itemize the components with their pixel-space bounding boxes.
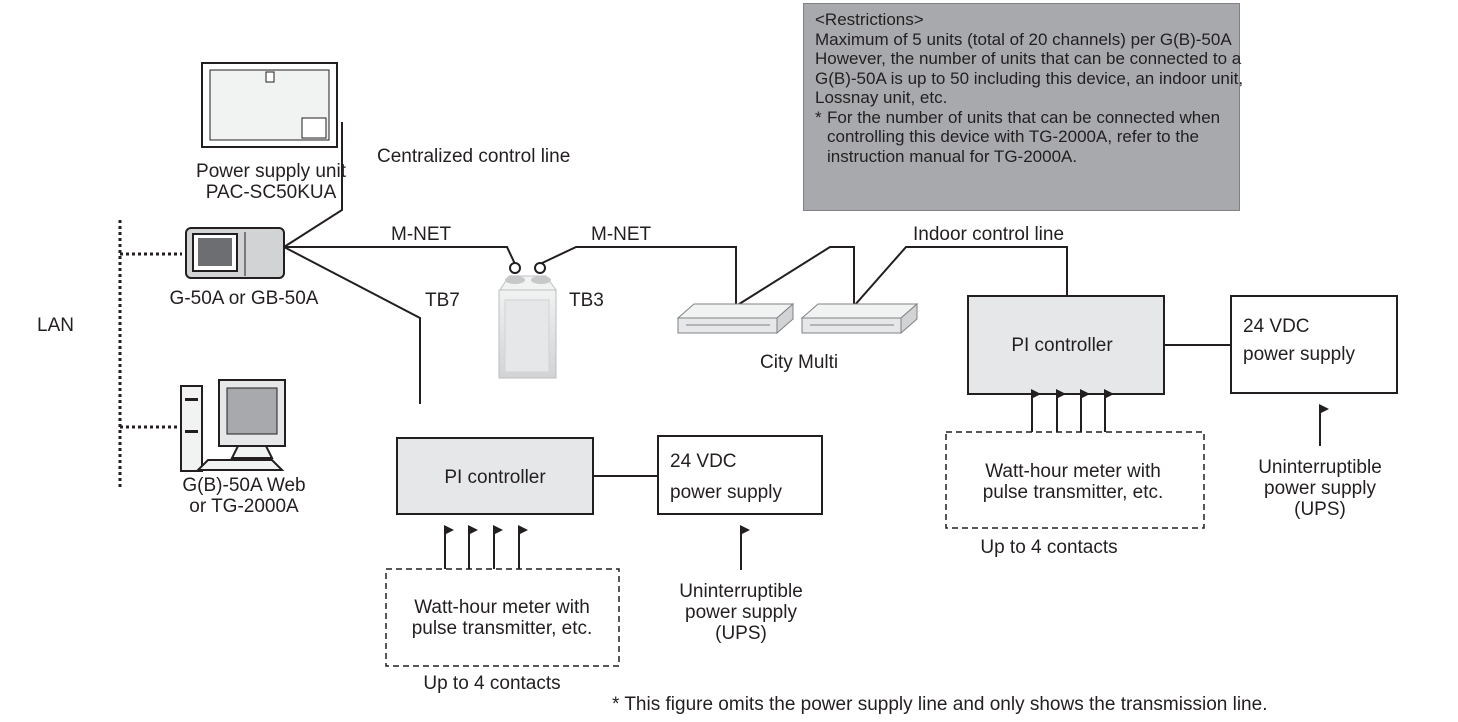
outdoor-unit xyxy=(498,262,557,379)
restrictions-line-3: G(B)-50A is up to 50 including this devi… xyxy=(815,68,1244,88)
gateway-device xyxy=(185,227,285,279)
indoor-unit-2 xyxy=(800,302,919,335)
ups-left-line1: Uninterruptible xyxy=(679,581,803,602)
pi-controller-left xyxy=(396,437,594,515)
ups-right-line2: power supply xyxy=(1264,478,1376,499)
dc-left-line2: power supply xyxy=(670,482,782,503)
footnote: * This figure omits the power supply lin… xyxy=(612,694,1268,715)
power-supply-unit-label: Power supply unit xyxy=(196,161,347,182)
pulse-arrows-right xyxy=(1031,389,1329,446)
restrictions-line-1: Maximum of 5 units (total of 20 channels… xyxy=(815,29,1232,49)
mnet-label-1: M-NET xyxy=(391,224,452,245)
tb7-label: TB7 xyxy=(425,290,460,311)
power-supply-unit-model: PAC-SC50KUA xyxy=(206,182,337,203)
tb7-line xyxy=(283,246,421,404)
gateway-label: G-50A or GB-50A xyxy=(170,288,319,309)
pi-controller-left-label: PI controller xyxy=(444,467,546,488)
meter-right-line1: Watt-hour meter with xyxy=(985,461,1161,482)
note-marker: * xyxy=(815,107,822,127)
restrictions-heading: <Restrictions> xyxy=(815,10,924,29)
ups-right-line1: Uninterruptible xyxy=(1258,457,1382,478)
dc-power-supply-left xyxy=(657,435,823,515)
centralized-control-line xyxy=(283,122,343,248)
indoor-control-line-label: Indoor control line xyxy=(913,224,1064,245)
ups-left-line3: (UPS) xyxy=(715,623,767,644)
tb7-terminal xyxy=(509,262,521,274)
pc-label-line1: G(B)-50A Web xyxy=(182,475,305,496)
restrictions-line-4: Lossnay unit, etc. xyxy=(815,88,948,107)
meter-left-line1: Watt-hour meter with xyxy=(414,597,590,618)
pc-label-line2: or TG-2000A xyxy=(189,496,299,517)
meter-box-left xyxy=(385,568,620,667)
centralized-control-line-label: Centralized control line xyxy=(377,146,570,167)
dc-right-line1: 24 VDC xyxy=(1243,316,1310,337)
indoor-unit-1 xyxy=(676,302,795,335)
lan-label: LAN xyxy=(37,315,74,336)
contacts-right-label: Up to 4 contacts xyxy=(980,537,1117,558)
note-text: For the number of units that can be conn… xyxy=(827,107,1221,166)
ups-right-line3: (UPS) xyxy=(1294,499,1346,520)
pulse-arrows-left xyxy=(444,525,750,570)
meter-left-line2: pulse transmitter, etc. xyxy=(412,618,593,639)
pi-controller-right xyxy=(967,295,1165,395)
city-multi-label: City Multi xyxy=(760,352,838,373)
restrictions-line-2: However, the number of units that can be… xyxy=(815,49,1242,68)
tb3-terminal xyxy=(534,262,546,274)
dc-power-supply-right xyxy=(1230,295,1398,394)
restrictions-box: <Restrictions> Maximum of 5 units (total… xyxy=(803,3,1244,211)
tb3-label: TB3 xyxy=(569,290,604,311)
contacts-left-label: Up to 4 contacts xyxy=(423,673,560,694)
mnet-line-1 xyxy=(284,246,516,265)
indoor-control-line-b xyxy=(853,246,1068,307)
pc-device xyxy=(180,379,286,472)
mnet-label-2: M-NET xyxy=(591,224,652,245)
ups-left-line2: power supply xyxy=(685,602,797,623)
mnet-line-2 xyxy=(539,246,737,306)
meter-right-line2: pulse transmitter, etc. xyxy=(983,482,1164,503)
restrictions-note: *For the number of units that can be con… xyxy=(815,108,1229,167)
pi-controller-right-label: PI controller xyxy=(1011,335,1113,356)
dc-left-line1: 24 VDC xyxy=(670,451,737,472)
power-supply-unit-device xyxy=(201,62,338,148)
indoor-control-line-a xyxy=(735,246,855,307)
dc-right-line2: power supply xyxy=(1243,344,1355,365)
meter-box-right xyxy=(945,431,1205,529)
